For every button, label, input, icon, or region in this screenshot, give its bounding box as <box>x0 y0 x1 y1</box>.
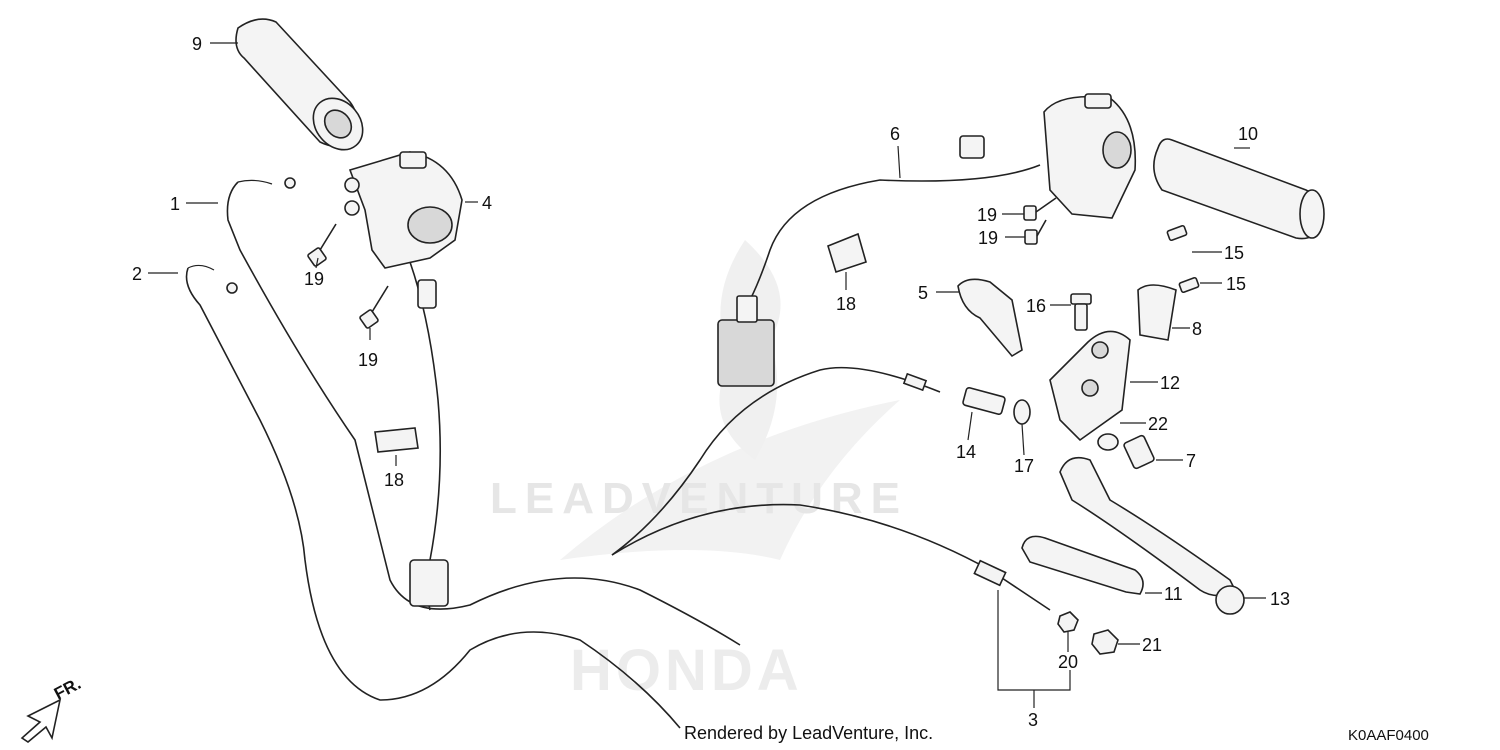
label-12: 12 <box>1160 373 1180 393</box>
label-19-a: 19 <box>304 269 324 289</box>
part-19-screw-right-b[interactable] <box>1024 219 1047 245</box>
watermark-wing-icon <box>560 400 900 560</box>
render-credit: Rendered by LeadVenture, Inc. <box>684 723 933 743</box>
label-3: 3 <box>1028 710 1038 730</box>
part-1-throttle-cable[interactable] <box>226 177 741 646</box>
watermark-text: LEADVENTURE <box>490 474 908 523</box>
label-16: 16 <box>1026 296 1046 316</box>
label-10: 10 <box>1238 124 1258 144</box>
label-15-b: 15 <box>1226 274 1246 294</box>
left-switch-harness[interactable] <box>409 261 449 611</box>
label-19-b: 19 <box>358 350 378 370</box>
label-14: 14 <box>956 442 976 462</box>
part-3-clutch-cable[interactable] <box>611 503 1051 611</box>
part-11-lever-grip[interactable] <box>1021 535 1144 595</box>
part-18-clamp-left[interactable] <box>374 427 419 453</box>
part-8-holder[interactable] <box>1137 284 1177 341</box>
label-6: 6 <box>890 124 900 144</box>
label-5: 5 <box>918 283 928 303</box>
label-4: 4 <box>482 193 492 213</box>
label-19-c: 19 <box>977 205 997 225</box>
part-12-lever-bracket[interactable] <box>1049 330 1131 442</box>
label-22: 22 <box>1148 414 1168 434</box>
part-19-screw-right-a[interactable] <box>1023 197 1057 221</box>
front-arrow-icon <box>20 698 62 743</box>
part-19-screw-left-a[interactable] <box>307 223 337 267</box>
label-2: 2 <box>132 264 142 284</box>
part-16-bolt[interactable] <box>1070 293 1092 331</box>
part-9-grip-left[interactable] <box>235 18 373 159</box>
label-8: 8 <box>1192 319 1202 339</box>
part-20-nut[interactable] <box>1057 611 1079 633</box>
label-18-b: 18 <box>836 294 856 314</box>
label-13: 13 <box>1270 589 1290 609</box>
label-21: 21 <box>1142 635 1162 655</box>
label-9: 9 <box>192 34 202 54</box>
part-5-lever-cover[interactable] <box>957 278 1023 358</box>
part-15-bolt-a[interactable] <box>1166 224 1188 242</box>
part-21-nut[interactable] <box>1091 629 1119 655</box>
label-19-d: 19 <box>978 228 998 248</box>
part-10-grip-right[interactable] <box>1153 138 1325 240</box>
part-2-throttle-cable[interactable] <box>185 264 681 729</box>
label-11: 11 <box>1164 584 1183 604</box>
label-18-a: 18 <box>384 470 404 490</box>
clutch-cable-upper[interactable] <box>611 366 941 556</box>
part-6-switch-cable[interactable] <box>717 135 1041 387</box>
label-1: 1 <box>170 194 180 214</box>
label-7: 7 <box>1186 451 1196 471</box>
part-17-locknut[interactable] <box>1013 399 1031 425</box>
part-13-lever[interactable] <box>1059 456 1245 615</box>
label-15-a: 15 <box>1224 243 1244 263</box>
label-20: 20 <box>1058 652 1078 672</box>
part-15-bolt-b[interactable] <box>1178 276 1200 294</box>
part-22-grommet[interactable] <box>1097 433 1119 451</box>
diagram-code: K0AAF0400 <box>1348 727 1429 744</box>
part-labels: 9 1 2 4 19 19 18 6 10 19 19 18 5 16 15 1… <box>132 34 1290 730</box>
label-17: 17 <box>1014 456 1034 476</box>
front-direction-indicator: FR. <box>20 674 84 743</box>
part-14-adjuster[interactable] <box>962 387 1006 415</box>
part-18-clamp-right[interactable] <box>827 232 867 274</box>
front-label: FR. <box>51 674 84 704</box>
leader-lines <box>148 42 1266 708</box>
part-7-switch[interactable] <box>1123 434 1155 470</box>
part-4-switch-left[interactable] <box>344 151 463 269</box>
part-6-switch-right[interactable] <box>1043 93 1137 219</box>
watermark-brand: HONDA <box>570 638 803 703</box>
part-19-screw-left-b[interactable] <box>359 285 389 329</box>
